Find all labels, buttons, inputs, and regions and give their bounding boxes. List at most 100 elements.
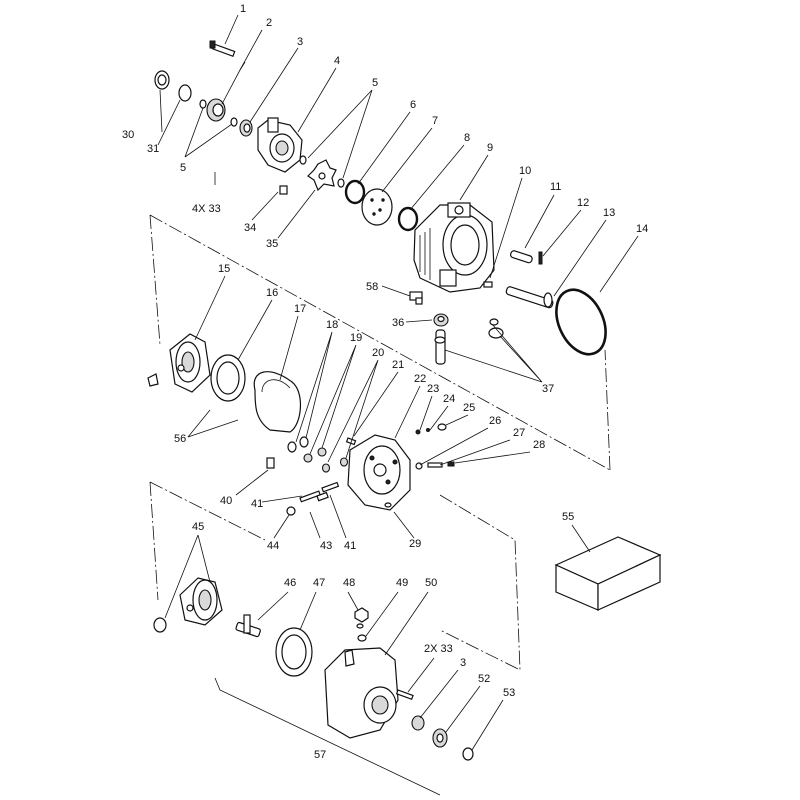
part-24-ball (426, 428, 430, 432)
part-5-oring-c (299, 155, 307, 165)
label-5a: 5 (372, 77, 378, 89)
part-47-ring (275, 627, 313, 677)
part-6-oring (344, 179, 366, 205)
part-29-pin (384, 502, 392, 508)
part-49-oring (357, 634, 367, 642)
part-44-cap (286, 506, 296, 516)
part-20-nuts (321, 457, 349, 473)
label-56: 56 (174, 433, 186, 445)
part-33-bolt-b (395, 689, 414, 701)
part-22-cover (347, 434, 411, 511)
label-12: 12 (577, 197, 589, 209)
part-26-seal (415, 462, 423, 470)
label-3b: 3 (460, 657, 466, 669)
label-25: 25 (463, 402, 475, 414)
part-45-cam-hub (153, 577, 223, 633)
part-9-center-housing (413, 202, 495, 293)
part-5-oring-a (199, 99, 207, 109)
part-23-ball (415, 429, 421, 435)
label-22: 22 (414, 373, 426, 385)
label-33a: 4X 33 (192, 203, 221, 215)
part-18-spacers (287, 436, 309, 453)
label-47: 47 (313, 577, 325, 589)
part-11-dowel (510, 250, 533, 264)
label-17: 17 (294, 303, 306, 315)
part-52-bearing (432, 728, 448, 748)
part-37-shaft-group (434, 318, 504, 365)
part-41-spring-b (321, 481, 340, 493)
label-57: 57 (314, 749, 326, 761)
label-16: 16 (266, 287, 278, 299)
label-7: 7 (432, 115, 438, 127)
label-52: 52 (478, 673, 490, 685)
label-30: 30 (122, 129, 134, 141)
label-36: 36 (392, 317, 404, 329)
part-36-bushing (433, 313, 449, 327)
label-33b: 2X 33 (424, 643, 453, 655)
label-41a: 41 (251, 498, 263, 510)
label-29: 29 (409, 538, 421, 550)
part-5-oring-b (230, 117, 238, 127)
assembly-line-middle (149, 481, 521, 671)
label-49: 49 (396, 577, 408, 589)
part-12-key (538, 251, 543, 265)
part-16-ring (210, 354, 246, 402)
label-19: 19 (350, 332, 362, 344)
label-40: 40 (220, 495, 232, 507)
part-46-shaft (235, 614, 261, 638)
label-14: 14 (636, 223, 648, 235)
part-15-cam-hub (147, 333, 211, 393)
part-19-washers (303, 447, 327, 463)
leader-lines (157, 14, 639, 751)
part-14-large-oring (555, 288, 607, 356)
label-3a: 3 (297, 36, 303, 48)
label-5b: 5 (180, 162, 186, 174)
part-31-snap-ring (178, 84, 192, 102)
label-34: 34 (244, 222, 256, 234)
part-50-outer-housing (324, 647, 399, 739)
label-37: 37 (542, 383, 554, 395)
label-27: 27 (513, 427, 525, 439)
label-10: 10 (519, 165, 531, 177)
part-2-bearing (206, 98, 226, 122)
part-17-band (253, 371, 301, 433)
part-3-seal-b (411, 715, 425, 731)
part-3-seal (239, 119, 253, 137)
part-1-bolt (209, 40, 236, 57)
label-53: 53 (503, 687, 515, 699)
label-35: 35 (266, 238, 278, 250)
part-13-shaft (505, 286, 554, 309)
part-41-spring-a (299, 490, 321, 503)
label-31: 31 (147, 143, 159, 155)
label-46: 46 (284, 577, 296, 589)
label-41b: 41 (344, 540, 356, 552)
label-18: 18 (326, 319, 338, 331)
label-45: 45 (192, 521, 204, 533)
part-58-fitting (409, 291, 423, 305)
label-20: 20 (372, 347, 384, 359)
part-43-plunger (316, 491, 329, 502)
label-26: 26 (489, 415, 501, 427)
part-4-end-housing (257, 117, 303, 173)
part-40-pin (266, 457, 275, 469)
label-55: 55 (562, 511, 574, 523)
label-13: 13 (603, 207, 615, 219)
label-2: 2 (266, 17, 272, 29)
part-25-plug (437, 423, 447, 431)
label-44: 44 (267, 540, 279, 552)
part-35-rotor (307, 159, 337, 192)
label-6: 6 (410, 99, 416, 111)
label-15: 15 (218, 263, 230, 275)
label-21: 21 (392, 359, 404, 371)
part-48-bolt (354, 607, 369, 629)
label-28: 28 (533, 439, 545, 451)
callout-labels: 1 2 3 4 5 5 6 7 8 9 10 11 12 13 14 15 16… (122, 3, 648, 761)
part-30-cap (154, 70, 170, 90)
part-53-snap-ring (462, 747, 474, 761)
label-48: 48 (343, 577, 355, 589)
part-5-oring-d (337, 178, 345, 188)
label-24: 24 (443, 393, 455, 405)
label-8: 8 (464, 132, 470, 144)
